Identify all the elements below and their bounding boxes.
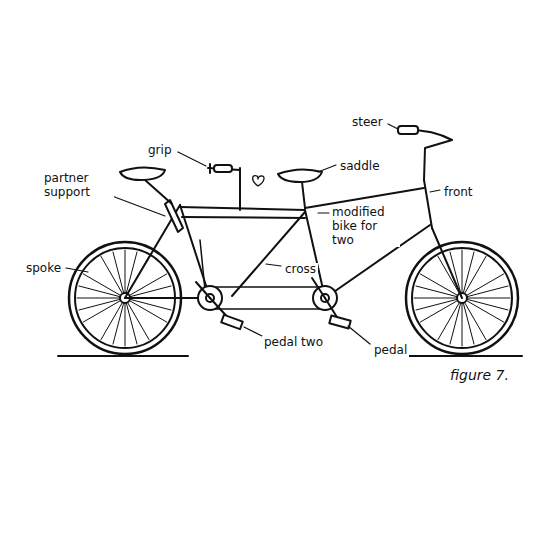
pedal-block — [329, 316, 350, 329]
seat-post — [302, 182, 305, 208]
frame — [125, 180, 462, 298]
label-slot: cross — [283, 259, 343, 277]
label-slot: grip — [146, 140, 196, 158]
steer-grip — [398, 126, 418, 134]
rear-saddle — [120, 167, 165, 180]
part-label: saddle — [338, 160, 382, 174]
label-slot: figure 7. — [448, 366, 548, 384]
part-label: front — [442, 186, 475, 200]
label-slot: pedal — [372, 340, 432, 358]
label-slot: partner support — [42, 172, 114, 200]
label-slot: front — [442, 182, 502, 200]
leader-lines — [66, 124, 440, 344]
label-slot: spoke — [24, 258, 84, 276]
seat-post — [145, 180, 172, 204]
part-label: cross — [283, 263, 318, 277]
part-label: steer — [350, 116, 385, 130]
part-label: partner support — [42, 172, 114, 200]
grip — [214, 165, 232, 172]
grip-bar — [208, 164, 240, 210]
figure-caption: figure 7. — [448, 367, 511, 383]
part-label: modified bike for two — [330, 206, 400, 247]
part-label: pedal — [372, 344, 409, 358]
heart — [253, 176, 264, 186]
crankset — [196, 278, 340, 322]
label-slot: modified bike for two — [330, 206, 400, 248]
label-slot: saddle — [338, 156, 408, 174]
handlebar — [398, 130, 452, 180]
part-label: spoke — [24, 262, 63, 276]
ground-line — [392, 355, 522, 357]
ground-line — [58, 355, 188, 357]
label-slot: pedal two — [262, 332, 352, 350]
pedal-two-block — [221, 315, 243, 329]
front-saddle — [278, 169, 322, 182]
part-label: grip — [146, 144, 174, 158]
chain — [210, 287, 325, 309]
label-slot: steer — [350, 112, 410, 130]
part-label: pedal two — [262, 336, 325, 350]
